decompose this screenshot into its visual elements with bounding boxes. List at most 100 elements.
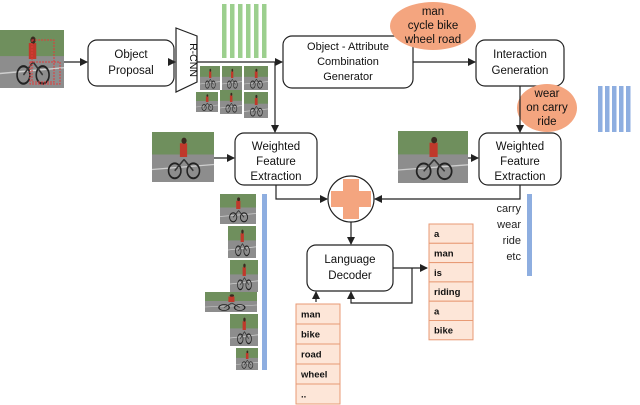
green-feature-bars (222, 4, 267, 58)
left-blue-feature-bar (262, 194, 267, 370)
svg-text:man: man (422, 6, 444, 18)
svg-text:cycle bike: cycle bike (408, 20, 459, 32)
svg-text:wheel road: wheel road (404, 34, 461, 46)
green-feature-bar (254, 4, 259, 58)
token-cell: is (428, 262, 474, 283)
green-feature-bar (246, 4, 251, 58)
interaction-list-item: etc (506, 251, 521, 263)
svg-text:Object: Object (114, 49, 148, 61)
token-text: bike (301, 330, 320, 341)
wfe-right-label-3: Extraction (494, 171, 545, 183)
generator-label-2: Combination (317, 56, 379, 68)
token-cell: a (428, 300, 474, 322)
wfe-left-label-1: Weighted (252, 141, 300, 153)
input-image (0, 30, 64, 88)
cropped-proposals (196, 66, 268, 118)
interaction-generation-box: Interaction Generation (475, 39, 565, 87)
token-text: man (434, 248, 454, 259)
token-text: a (434, 229, 440, 240)
interactions-bubble: wear on carry ride (517, 84, 577, 132)
token-cell: man (428, 242, 474, 264)
arrow-wfe-right-to-plus (374, 185, 521, 203)
green-feature-bar (222, 4, 227, 58)
svg-text:on carry: on carry (526, 102, 568, 114)
wfe-right-label-2: Feature (500, 156, 540, 168)
interaction-label-2: Generation (492, 65, 549, 77)
weighted-feature-extraction-left: Weighted Feature Extraction (234, 132, 318, 186)
generator-label-3: Generator (323, 71, 373, 83)
blue-interaction-bar (605, 86, 610, 132)
svg-text:Interaction: Interaction (493, 49, 547, 61)
token-text: road (301, 350, 322, 361)
weighted-feature-extraction-right: Weighted Feature Extraction (478, 132, 562, 186)
svg-text:Extraction: Extraction (250, 171, 301, 183)
output-token-list: a man is riding a bike (428, 223, 474, 341)
language-decoder-box: Language Decoder (306, 244, 394, 292)
token-cell: bike (428, 320, 474, 341)
wfe-left-label-3: Extraction (250, 171, 301, 183)
svg-text:Weighted: Weighted (496, 141, 544, 153)
blue-interaction-bar (619, 86, 624, 132)
svg-text:Feature: Feature (256, 156, 296, 168)
svg-text:Extraction: Extraction (494, 171, 545, 183)
object-proposal-label-2: Proposal (108, 65, 153, 77)
generator-label-1: Object - Attribute (307, 41, 389, 53)
blue-interaction-bar (626, 86, 631, 132)
svg-text:Language: Language (324, 254, 375, 266)
left-crop-column (205, 194, 258, 370)
token-cell: a (428, 223, 474, 244)
svg-text:Proposal: Proposal (108, 65, 153, 77)
green-feature-bar (238, 4, 243, 58)
svg-text:Generation: Generation (492, 65, 549, 77)
right-feature-image (398, 131, 468, 183)
combine-plus-icon (327, 175, 375, 223)
green-feature-bar (262, 4, 267, 58)
objects-bubble-line-2: cycle bike (408, 20, 459, 32)
blue-interaction-bars (598, 86, 631, 132)
token-cell: riding (428, 281, 474, 302)
arrow-decoder-feedback-loop (347, 268, 413, 304)
decoder-label-1: Language (324, 254, 375, 266)
interactions-bubble-line-2: on carry (526, 102, 568, 114)
object-attribute-generator-box: Object - Attribute Combination Generator (282, 35, 414, 89)
interaction-label-1: Interaction (493, 49, 547, 61)
decoder-label-2: Decoder (328, 270, 372, 282)
token-cell: road (295, 343, 341, 365)
blue-interaction-bar (612, 86, 617, 132)
svg-text:R-CNN: R-CNN (187, 43, 199, 77)
right-blue-feature-bar (527, 194, 532, 276)
token-text: man (301, 310, 321, 321)
interaction-list-item: wear (496, 219, 521, 231)
interaction-list: carry wear ride etc (496, 203, 521, 263)
wfe-right-label-1: Weighted (496, 141, 544, 153)
svg-text:Combination: Combination (317, 56, 379, 68)
rcnn-block: R-CNN (175, 27, 199, 93)
wfe-left-label-2: Feature (256, 156, 296, 168)
token-cell: .. (295, 383, 341, 405)
flow-arrows (64, 58, 524, 304)
svg-text:ride: ride (537, 116, 556, 128)
svg-text:wear: wear (534, 88, 560, 100)
token-cell: bike (295, 323, 341, 345)
objects-bubble-line-1: man (422, 6, 444, 18)
rcnn-label: R-CNN (187, 43, 199, 77)
interactions-bubble-line-1: wear (534, 88, 560, 100)
token-text: bike (434, 326, 453, 337)
svg-text:Generator: Generator (323, 71, 373, 83)
token-text: riding (434, 287, 461, 298)
objects-bubble: man cycle bike wheel road (390, 2, 476, 50)
green-feature-bar (230, 4, 235, 58)
token-text: a (434, 306, 440, 317)
svg-text:Feature: Feature (500, 156, 540, 168)
token-text: .. (301, 390, 306, 401)
svg-text:Decoder: Decoder (328, 270, 372, 282)
token-cell: man (295, 303, 341, 325)
object-proposal-label-1: Object (114, 49, 148, 61)
left-feature-image (152, 132, 214, 182)
interaction-list-item: carry (497, 203, 522, 215)
interactions-bubble-line-3: ride (537, 116, 556, 128)
interaction-list-item: ride (503, 235, 521, 247)
object-proposal-box: Object Proposal (87, 39, 175, 87)
